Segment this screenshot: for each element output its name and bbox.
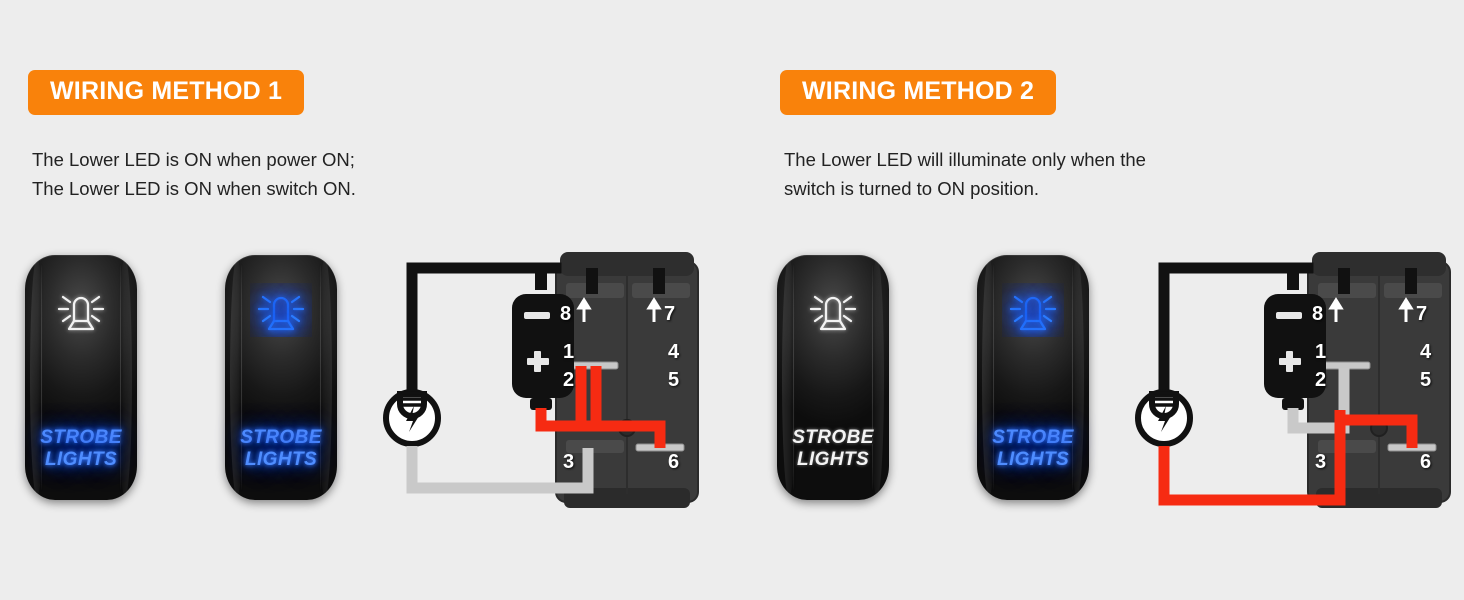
beacon-siren-icon xyxy=(802,283,864,337)
switch-body xyxy=(777,255,889,500)
switch-label-line-2: LIGHTS xyxy=(244,448,318,470)
switch-label: STROBE LIGHTS xyxy=(25,427,137,470)
method-2-wiring-diagram: 8 7 1 4 2 5 3 6 xyxy=(1112,250,1452,540)
method-1-description-line-2: The Lower LED is ON when switch ON. xyxy=(32,177,356,199)
terminal-number-5: 5 xyxy=(1420,369,1432,391)
terminal-number-7: 7 xyxy=(1416,303,1428,325)
terminal-number-8: 8 xyxy=(560,303,572,325)
method-1-wiring-diagram: 8 7 1 4 2 5 3 6 xyxy=(360,250,700,520)
terminal-number-7: 7 xyxy=(664,303,676,325)
switch-body xyxy=(977,255,1089,500)
terminal-number-2: 2 xyxy=(563,369,575,391)
terminal-number-6: 6 xyxy=(1420,451,1432,473)
terminal-number-8: 8 xyxy=(1312,303,1324,325)
terminal-number-1: 1 xyxy=(563,341,575,363)
method-2-description-line-2: switch is turned to ON position. xyxy=(784,177,1039,199)
terminal-number-6: 6 xyxy=(668,451,680,473)
switch-body xyxy=(25,255,137,500)
wiring-method-2-panel: WIRING METHOD 2 The Lower LED will illum… xyxy=(752,0,1464,600)
terminal-number-3: 3 xyxy=(1315,451,1327,473)
method-2-switch-1[interactable]: STROBE LIGHTS xyxy=(777,255,889,500)
terminal-number-5: 5 xyxy=(668,369,680,391)
terminal-number-3: 3 xyxy=(563,451,575,473)
switch-seam-left xyxy=(241,265,242,490)
method-1-switch-1[interactable]: STROBE LIGHTS xyxy=(25,255,137,500)
terminal-number-2: 2 xyxy=(1315,369,1327,391)
method-1-description-line-1: The Lower LED is ON when power ON; xyxy=(32,149,355,170)
switch-label-line-1: STROBE xyxy=(40,427,122,449)
method-2-description-line-1: The Lower LED will illuminate only when … xyxy=(784,149,1146,170)
switch-label-line-1: STROBE xyxy=(992,427,1074,449)
method-2-description: The Lower LED will illuminate only when … xyxy=(784,146,1146,203)
terminal-number-4: 4 xyxy=(668,341,680,363)
terminal-number-1: 1 xyxy=(1315,341,1327,363)
switch-label-line-1: STROBE xyxy=(792,427,874,449)
switch-label: STROBE LIGHTS xyxy=(225,427,337,470)
method-1-switch-2[interactable]: STROBE LIGHTS xyxy=(225,255,337,500)
switch-label-line-2: LIGHTS xyxy=(44,448,118,470)
beacon-siren-icon xyxy=(50,283,112,337)
terminal-number-4: 4 xyxy=(1420,341,1432,363)
switch-seam-left xyxy=(41,265,42,490)
method-1-badge: WIRING METHOD 1 xyxy=(28,70,305,115)
method-2-badge: WIRING METHOD 2 xyxy=(780,70,1057,115)
method-1-description: The Lower LED is ON when power ON; The L… xyxy=(32,146,356,203)
wiring-method-1-panel: WIRING METHOD 1 The Lower LED is ON when… xyxy=(25,70,700,520)
switch-label-line-2: LIGHTS xyxy=(796,448,870,470)
switch-label-line-1: STROBE xyxy=(240,427,322,449)
method-2-switch-2[interactable]: STROBE LIGHTS xyxy=(977,255,1089,500)
switch-label-line-2: LIGHTS xyxy=(996,448,1070,470)
switch-body xyxy=(225,255,337,500)
switch-label: STROBE LIGHTS xyxy=(977,427,1089,470)
switch-seam-left xyxy=(793,265,794,490)
beacon-siren-icon xyxy=(250,283,312,337)
switch-seam-left xyxy=(993,265,994,490)
beacon-siren-icon xyxy=(1002,283,1064,337)
switch-label: STROBE LIGHTS xyxy=(777,427,889,470)
